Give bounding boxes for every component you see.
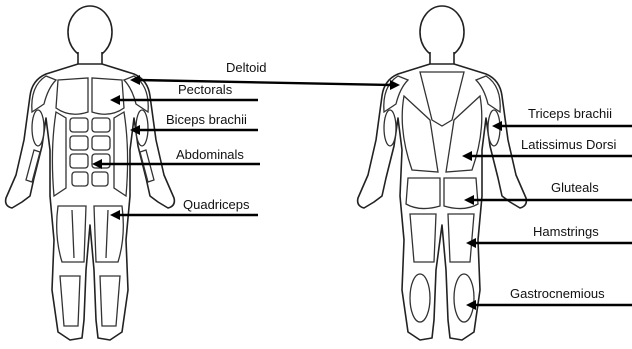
calf-right [454, 274, 474, 322]
hamstring-left [410, 214, 436, 262]
label-gluteals: Gluteals [551, 180, 599, 195]
back-body-figure [358, 6, 527, 340]
front-body-figure [6, 6, 175, 340]
label-abdominals: Abdominals [176, 147, 244, 162]
calf-left [410, 274, 430, 322]
label-deltoid: Deltoid [226, 60, 266, 75]
oblique-right [114, 112, 128, 196]
label-gastrocnemious: Gastrocnemious [510, 286, 605, 301]
gluteal-left [406, 178, 440, 209]
pectoral-left [56, 78, 88, 114]
oblique-left [52, 112, 66, 196]
shin-right [100, 276, 120, 326]
label-latissimus: Latissimus Dorsi [521, 137, 616, 152]
deltoid-pointer [138, 80, 392, 85]
label-biceps: Biceps brachii [166, 112, 247, 127]
quadriceps-left [57, 206, 86, 262]
label-pectorals: Pectorals [178, 82, 233, 97]
triceps-left [384, 110, 396, 146]
label-quadriceps: Quadriceps [183, 197, 250, 212]
label-hamstrings: Hamstrings [533, 224, 599, 239]
label-triceps: Triceps brachii [528, 106, 612, 121]
hamstring-right [448, 214, 474, 262]
biceps-left [32, 110, 44, 146]
shin-left [60, 276, 80, 326]
